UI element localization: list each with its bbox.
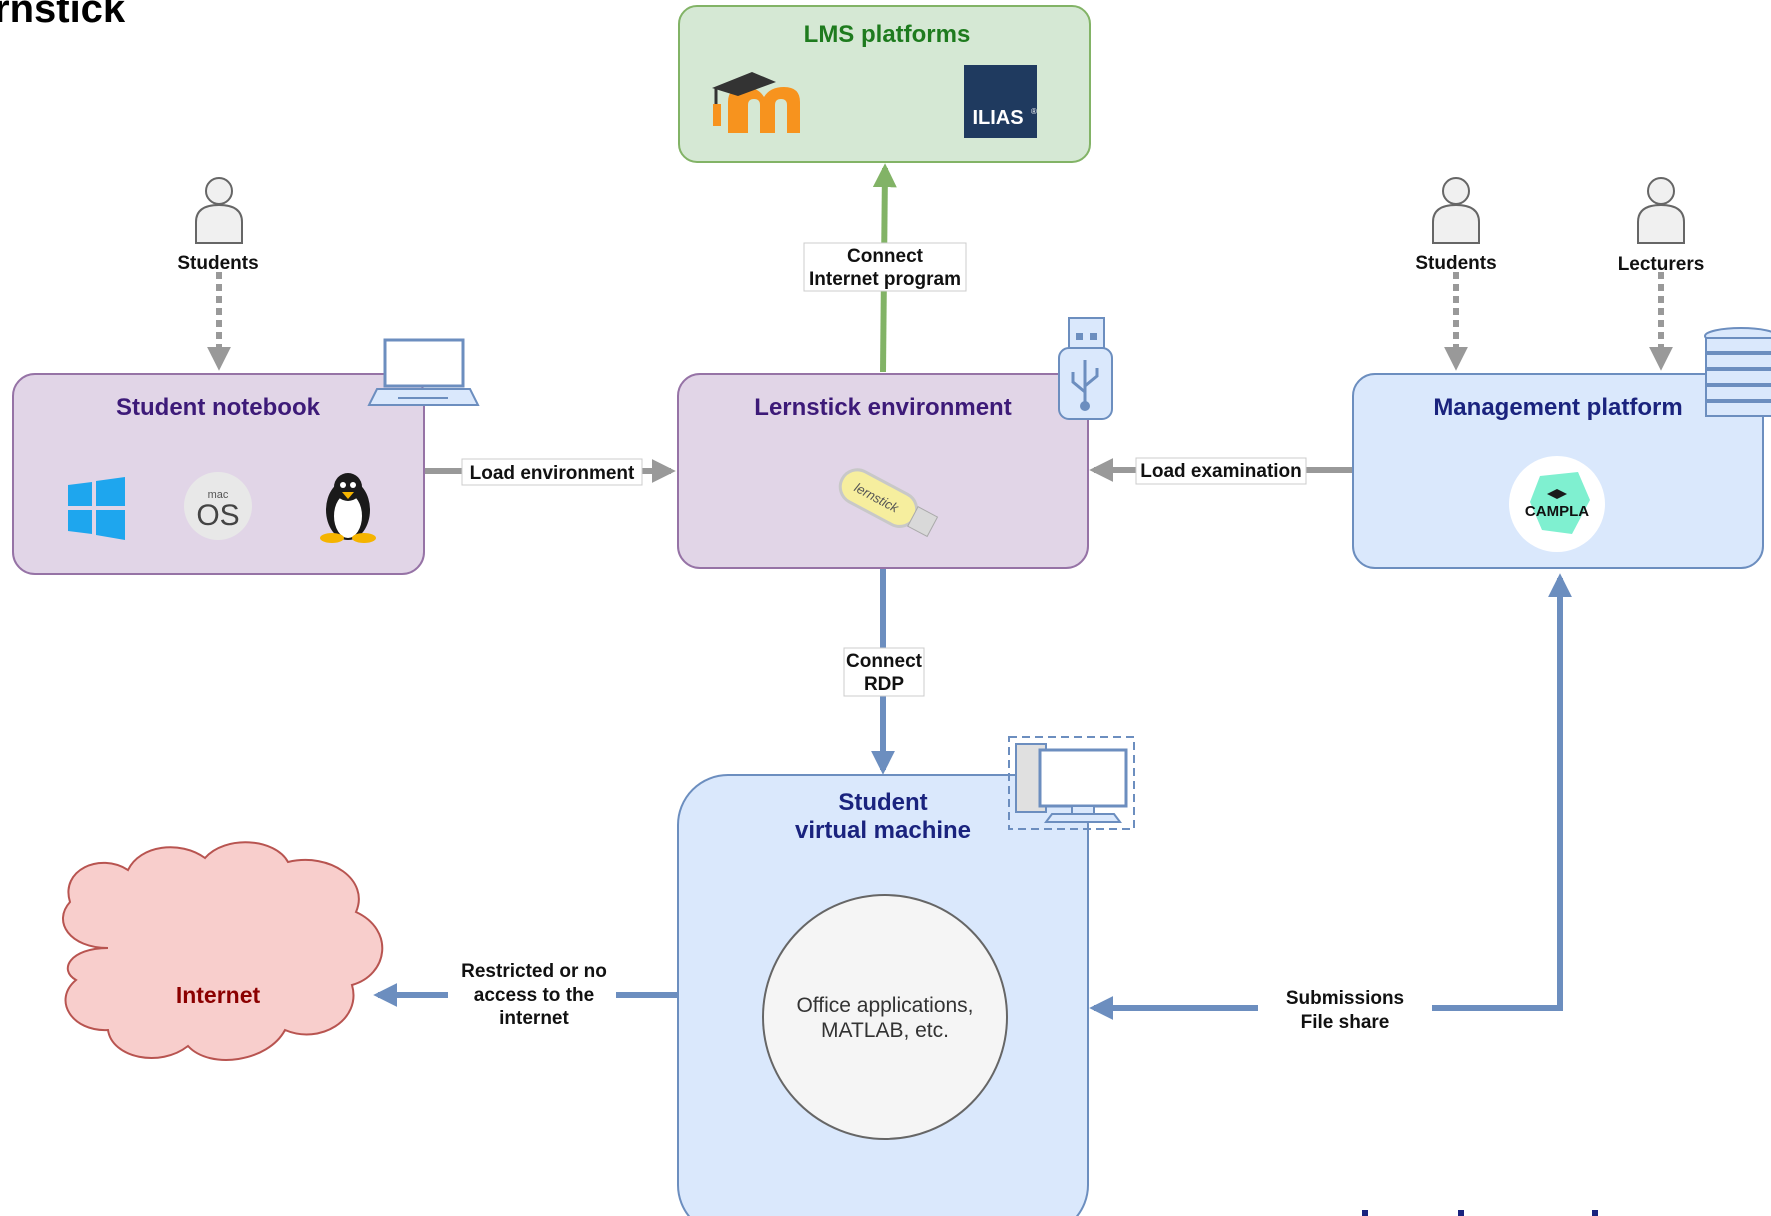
svg-text:OS: OS	[196, 499, 239, 532]
svg-text:Connect: Connect	[847, 246, 924, 267]
student-vm-box: Student virtual machine Office applicati…	[677, 774, 1089, 1216]
student-actor-right: Students	[1415, 177, 1497, 274]
student-notebook-box: Student notebook mac OS	[12, 373, 425, 575]
student-notebook-title: Student notebook	[116, 394, 321, 421]
management-platform-title: Management platform	[1433, 394, 1682, 421]
svg-text:Load examination: Load examination	[1140, 461, 1302, 482]
management-platform-box: Management platform CAMPLA	[1352, 373, 1764, 569]
internet-title: Internet	[176, 982, 261, 1008]
lernstick-environment-box: Lernstick environment lernstick	[677, 373, 1089, 569]
svg-text:internet: internet	[499, 1008, 569, 1029]
svg-text:Connect: Connect	[846, 651, 923, 672]
svg-text:Office applications,: Office applications,	[796, 994, 973, 1017]
lms-platforms-title: LMS platforms	[804, 21, 971, 48]
linux-tux-logo	[320, 473, 376, 543]
windows-logo	[68, 477, 125, 540]
connect-internet-label: Connect Internet program	[803, 242, 967, 292]
student-vm-title-line1: Student	[838, 789, 927, 816]
lms-platforms-box: LMS platforms ILIAS ®	[678, 5, 1091, 163]
cropped-fragment	[1362, 1210, 1598, 1216]
usb-drive-icon	[1058, 317, 1113, 420]
submissions-to-management-arrow	[1432, 573, 1572, 1011]
moodle-logo	[712, 72, 800, 133]
students-left-label: Students	[177, 253, 258, 274]
header-title-fragment: rnstick	[0, 0, 126, 31]
laptop-icon	[367, 338, 480, 406]
svg-text:ILIAS: ILIAS	[972, 107, 1023, 129]
svg-text:Load environment: Load environment	[470, 463, 635, 484]
svg-text:mac: mac	[208, 489, 229, 501]
lecturers-label: Lecturers	[1618, 254, 1705, 275]
load-environment-label: Load environment	[461, 458, 643, 486]
svg-text:MATLAB, etc.: MATLAB, etc.	[821, 1019, 949, 1042]
ilias-logo: ILIAS ®	[964, 65, 1037, 138]
svg-text:Restricted or no: Restricted or no	[461, 961, 607, 982]
svg-text:®: ®	[1031, 107, 1037, 116]
server-icon	[1704, 327, 1771, 417]
load-examination-label: Load examination	[1135, 457, 1307, 485]
submissions-label: Submissions File share	[1258, 980, 1432, 1036]
desktop-computer-icon	[1008, 736, 1135, 830]
student-vm-title-line2: virtual machine	[795, 817, 971, 844]
lernstick-environment-title: Lernstick environment	[754, 394, 1011, 421]
office-apps-circle: Office applications, MATLAB, etc.	[762, 894, 1008, 1140]
svg-text:RDP: RDP	[864, 674, 904, 695]
students-right-label: Students	[1415, 253, 1496, 274]
svg-text:CAMPLA: CAMPLA	[1525, 503, 1589, 520]
lecturer-actor: Lecturers	[1618, 177, 1705, 275]
campla-logo: CAMPLA	[1509, 456, 1605, 552]
internet-cloud: Internet	[62, 841, 384, 1061]
svg-text:access to the: access to the	[474, 985, 594, 1006]
svg-text:File share: File share	[1301, 1012, 1390, 1033]
student-actor-left: Students	[177, 177, 259, 274]
svg-text:Submissions: Submissions	[1286, 988, 1404, 1009]
connect-rdp-label: Connect RDP	[843, 647, 925, 697]
macos-logo: mac OS	[184, 472, 252, 540]
svg-text:Internet program: Internet program	[809, 269, 961, 290]
restricted-access-label: Restricted or no access to the internet	[448, 955, 616, 1031]
